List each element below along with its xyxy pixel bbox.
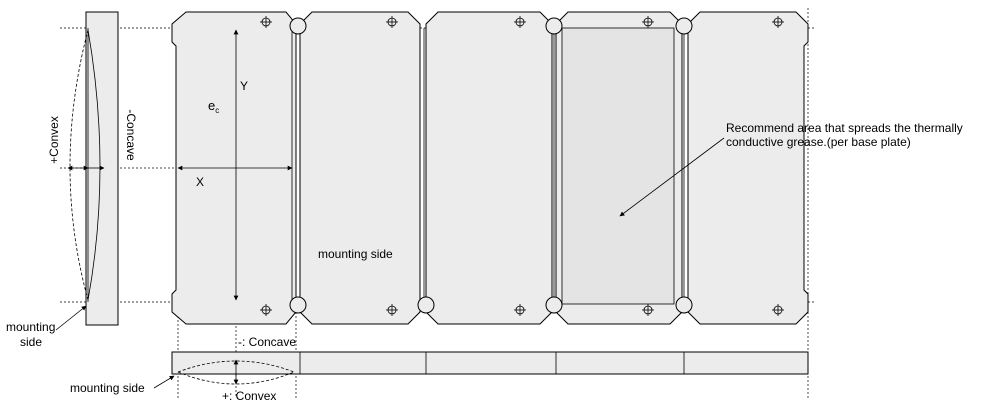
side-view-strip <box>85 11 119 326</box>
base-plate-5 <box>687 11 809 325</box>
minus-concave-label: -Concave <box>124 109 138 161</box>
joint-circle-bottom-4 <box>675 296 693 314</box>
joint-circle-top-3 <box>675 17 693 35</box>
bottom-convex-curve <box>177 371 295 385</box>
bottom-concave-curve <box>177 360 295 373</box>
grease-area <box>561 27 675 305</box>
mounting-side-left-arrow <box>55 305 87 331</box>
joint-circle-bottom-2 <box>417 296 435 314</box>
convex-curve <box>69 29 89 301</box>
joint-circle-top-1 <box>289 17 307 35</box>
joint-circle-bottom-3 <box>545 296 563 314</box>
mounting-side-left-label-line1: mounting <box>6 320 55 334</box>
recommend-area-arrow <box>619 137 725 217</box>
base-plate-2 <box>299 11 421 325</box>
joint-circle-top-2 <box>545 17 563 35</box>
y-axis-label: Y <box>240 79 248 93</box>
bottom-side-view-strip <box>171 351 809 375</box>
ec-label: ec <box>208 98 219 115</box>
mounting-side-bottom-arrow <box>153 375 175 389</box>
recommend-area-label-line1: Recommend area that spreads the thermall… <box>726 121 963 135</box>
plus-convex-bottom-label: +: Convex <box>222 389 276 403</box>
joint-circle-bottom-1 <box>289 296 307 314</box>
mounting-side-left-label-line2: side <box>20 335 42 349</box>
recommend-area-label-line2: conductive grease.(per base plate) <box>726 135 911 149</box>
base-plate-3 <box>425 11 553 325</box>
mounting-hole-icon <box>260 16 784 316</box>
plus-convex-label: +Convex <box>47 116 61 164</box>
mounting-side-center-label: mounting side <box>318 247 393 261</box>
minus-concave-bottom-label: -: Concave <box>238 335 296 349</box>
x-axis-label: X <box>196 175 204 189</box>
mounting-side-bottom-label: mounting side <box>70 381 145 395</box>
